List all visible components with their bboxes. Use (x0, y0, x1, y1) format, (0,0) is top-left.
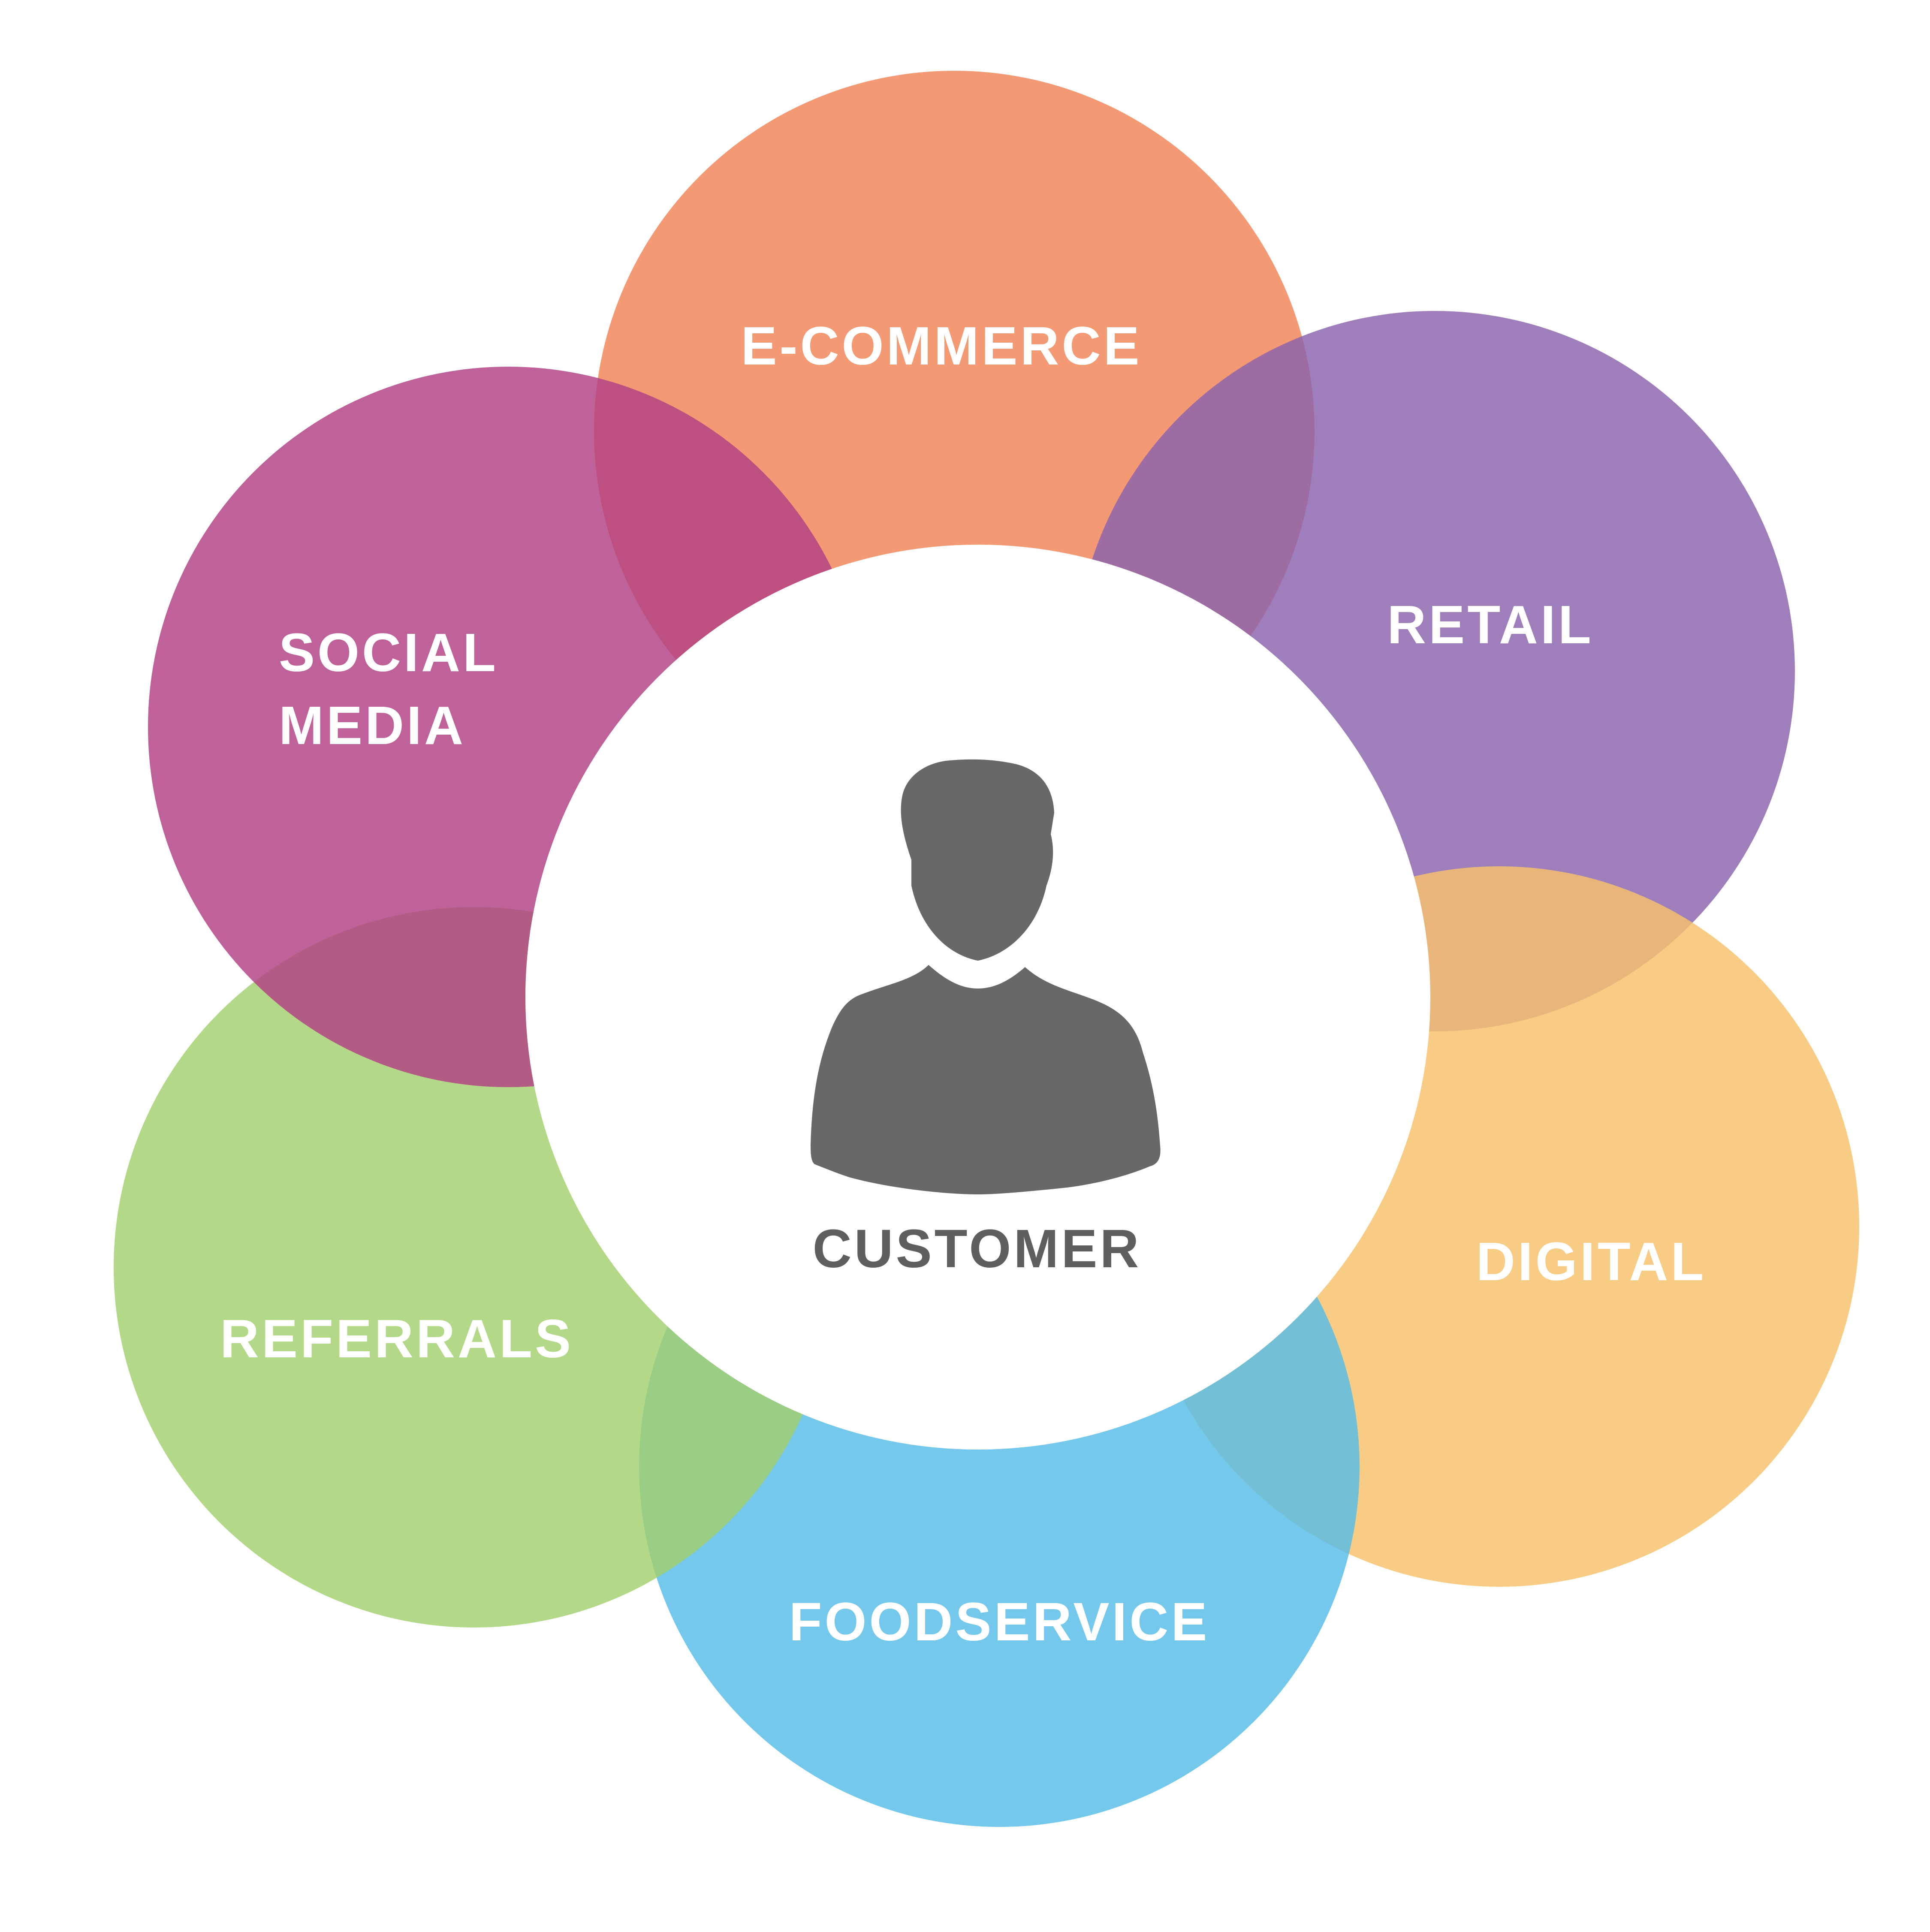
segment-label-line: MEDIA (279, 695, 466, 756)
segment-label-line: FOODSERVICE (789, 1591, 1210, 1652)
center-label: CUSTOMER (813, 1218, 1142, 1279)
segment-label-e-commerce: E-COMMERCE (741, 316, 1142, 376)
segment-label-line: E-COMMERCE (741, 316, 1142, 376)
segment-label-retail: RETAIL (1387, 594, 1594, 655)
person-head-shape (901, 759, 1054, 961)
segment-label-line: RETAIL (1387, 594, 1594, 655)
person-body-shape (811, 965, 1161, 1194)
segment-label-line: DIGITAL (1476, 1231, 1707, 1292)
segment-label-line: SOCIAL (279, 622, 498, 683)
segment-label-referrals: REFERRALS (220, 1308, 573, 1369)
segment-label-line: REFERRALS (220, 1308, 573, 1369)
segment-labels: E-COMMERCE RETAIL DIGITAL FOODSERVICE REFERR… (220, 316, 1707, 1652)
segment-label-foodservice: FOODSERVICE (789, 1591, 1210, 1652)
person-silhouette-icon (811, 759, 1161, 1194)
segment-label-digital: DIGITAL (1476, 1231, 1707, 1292)
segment-label-social-media: SOCIAL MEDIA (279, 622, 498, 756)
